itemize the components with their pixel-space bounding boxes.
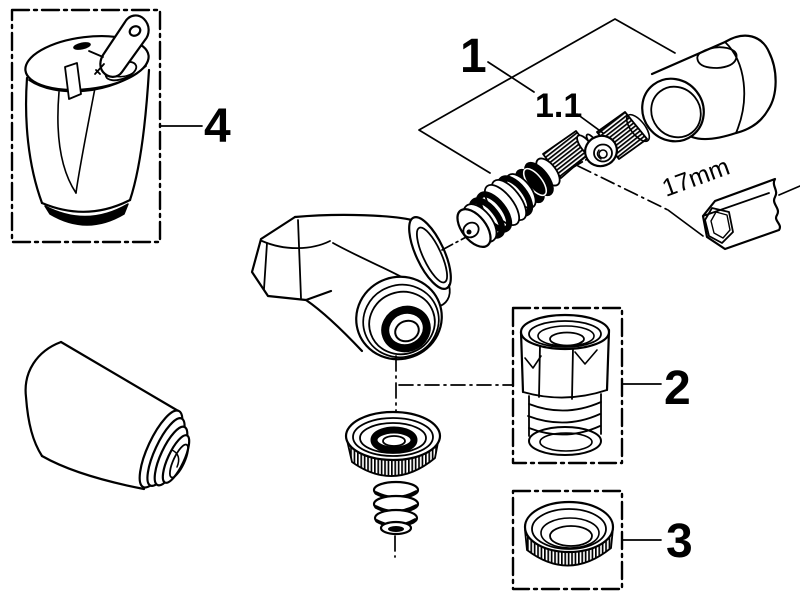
valve-body bbox=[250, 213, 452, 361]
extension-piece bbox=[24, 340, 191, 491]
part2-box bbox=[511, 306, 624, 465]
part4-covering-cap-with-key bbox=[24, 14, 151, 226]
cap bbox=[641, 34, 777, 143]
hose-connector bbox=[344, 410, 442, 536]
key-icon bbox=[88, 14, 150, 78]
part1-1-leader bbox=[576, 113, 604, 134]
tool-size-label: 17mm bbox=[658, 153, 733, 203]
part2-union-adapter bbox=[519, 313, 611, 456]
callout-1-1: 1.1 bbox=[535, 87, 582, 125]
part1-leader bbox=[418, 18, 676, 174]
callout-4: 4 bbox=[204, 100, 231, 153]
key-slot bbox=[73, 42, 91, 50]
callout-3: 3 bbox=[666, 515, 693, 568]
valve-cartridge bbox=[456, 130, 599, 248]
hex-socket-tool bbox=[701, 177, 781, 251]
part4-box bbox=[10, 8, 162, 244]
callout-2: 2 bbox=[664, 362, 691, 415]
part3-ring-nut bbox=[523, 500, 615, 567]
adapter-insert-1-1 bbox=[584, 111, 651, 168]
callout-1: 1 bbox=[460, 30, 487, 83]
